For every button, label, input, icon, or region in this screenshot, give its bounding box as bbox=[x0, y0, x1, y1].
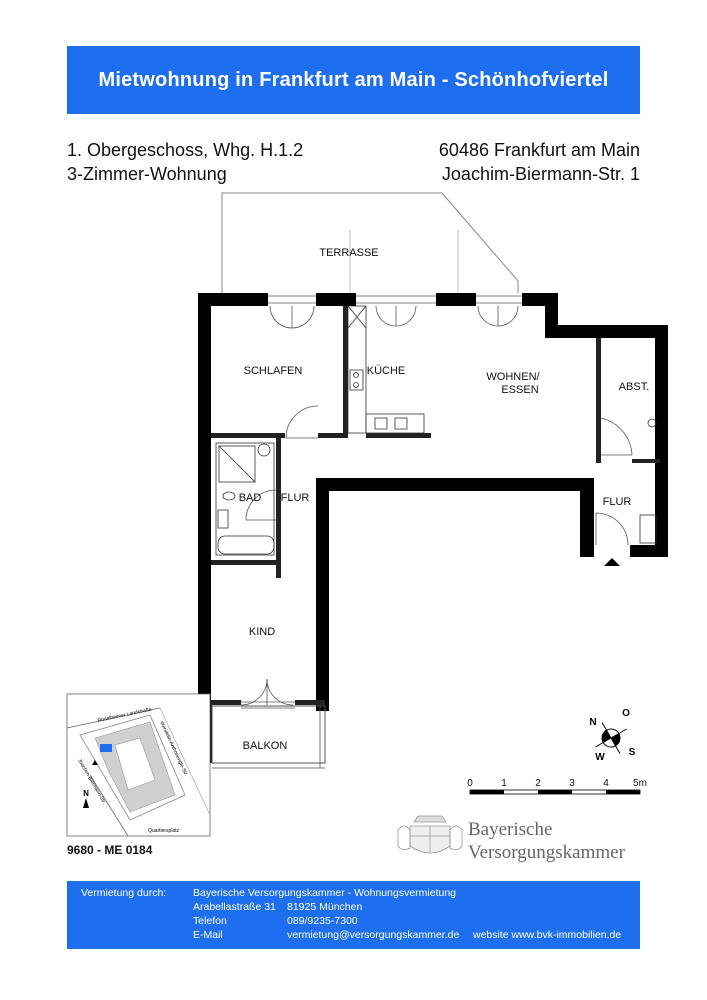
footer-phone: 089/9235-7300 bbox=[287, 915, 358, 927]
site-north-label: N bbox=[83, 789, 89, 798]
terrace-outline bbox=[221, 192, 519, 293]
kitchen-fixtures bbox=[347, 305, 425, 434]
address-info: 60486 Frankfurt am Main Joachim-Biermann… bbox=[439, 138, 640, 186]
site-map: N Rödelheimer Landstraße Wendelin-Anthon… bbox=[66, 693, 211, 837]
footer-email[interactable]: vermietung@versorgungskammer.de bbox=[287, 929, 460, 941]
footer-phone-label: Telefon bbox=[193, 915, 227, 927]
contact-footer: Vermietung durch: Bayerische Versorgungs… bbox=[67, 881, 640, 949]
entrance-marker bbox=[604, 558, 620, 566]
scale-tick-1: 1 bbox=[501, 778, 507, 789]
unit-info: 1. Obergeschoss, Whg. H.1.2 3-Zimmer-Woh… bbox=[67, 138, 303, 186]
site-street-4: Quartiersplatz bbox=[148, 828, 180, 834]
site-highlight bbox=[100, 744, 112, 752]
bathroom-fixtures bbox=[215, 418, 657, 556]
bvk-logo-line-1: Bayerische bbox=[468, 819, 553, 840]
scale-tick-5: 5m bbox=[633, 778, 647, 789]
room-label-kind: KIND bbox=[249, 626, 275, 638]
room-label-schlafen: SCHLAFEN bbox=[244, 365, 303, 377]
room-label-wohnen: WOHNEN/ bbox=[486, 371, 540, 383]
room-count: 3-Zimmer-Wohnung bbox=[67, 164, 227, 184]
room-label-bad: BAD bbox=[239, 492, 262, 504]
room-label-abst: ABST. bbox=[619, 381, 650, 393]
city: 60486 Frankfurt am Main bbox=[438, 140, 640, 160]
street: Joachim-Biermann-Str. 1 bbox=[441, 164, 640, 184]
windows bbox=[241, 295, 522, 709]
inner-walls bbox=[211, 306, 660, 705]
scale-tick-3: 3 bbox=[569, 778, 575, 789]
compass-s: S bbox=[629, 747, 636, 758]
compass-o: O bbox=[622, 708, 630, 719]
title-banner: Mietwohnung in Frankfurt am Main - Schön… bbox=[67, 46, 640, 114]
footer-website[interactable]: website www.bvk-immobilien.de bbox=[473, 929, 622, 941]
room-label-terrasse: TERRASSE bbox=[319, 247, 378, 259]
scale-tick-2: 2 bbox=[535, 778, 541, 789]
footer-label: Vermietung durch: bbox=[81, 887, 167, 899]
footer-email-label: E-Mail bbox=[193, 929, 223, 941]
scale-tick-4: 4 bbox=[603, 778, 609, 789]
room-label-essen: ESSEN bbox=[501, 384, 538, 396]
page-title: Mietwohnung in Frankfurt am Main - Schön… bbox=[98, 68, 609, 91]
bvk-logo-line-2: Versorgungskammer bbox=[468, 842, 625, 863]
balcony bbox=[211, 705, 326, 769]
room-label-kueche: KÜCHE bbox=[367, 365, 406, 377]
room-label-balkon: BALKON bbox=[243, 740, 288, 752]
outer-walls bbox=[198, 293, 668, 763]
footer-company: Bayerische Versorgungskammer - Wohnungsv… bbox=[193, 887, 457, 899]
door-swings bbox=[240, 305, 633, 706]
footer-address-street: Arabellastraße 31 bbox=[193, 901, 276, 913]
room-label-flur-right: FLUR bbox=[603, 496, 632, 508]
room-label-flur-left: FLUR bbox=[281, 492, 310, 504]
reference-number: 9680 - ME 0184 bbox=[67, 843, 153, 857]
bvk-logo-text: Bayerische Versorgungskammer bbox=[468, 818, 625, 864]
scale-tick-0: 0 bbox=[467, 778, 473, 789]
scale-bar bbox=[469, 789, 641, 795]
compass-n: N bbox=[589, 717, 596, 728]
bvk-crest-icon bbox=[397, 815, 463, 854]
floor-unit: 1. Obergeschoss, Whg. H.1.2 bbox=[67, 140, 304, 160]
footer-address-city: 81925 München bbox=[287, 901, 363, 913]
compass-w: W bbox=[595, 752, 605, 763]
compass bbox=[595, 722, 627, 754]
